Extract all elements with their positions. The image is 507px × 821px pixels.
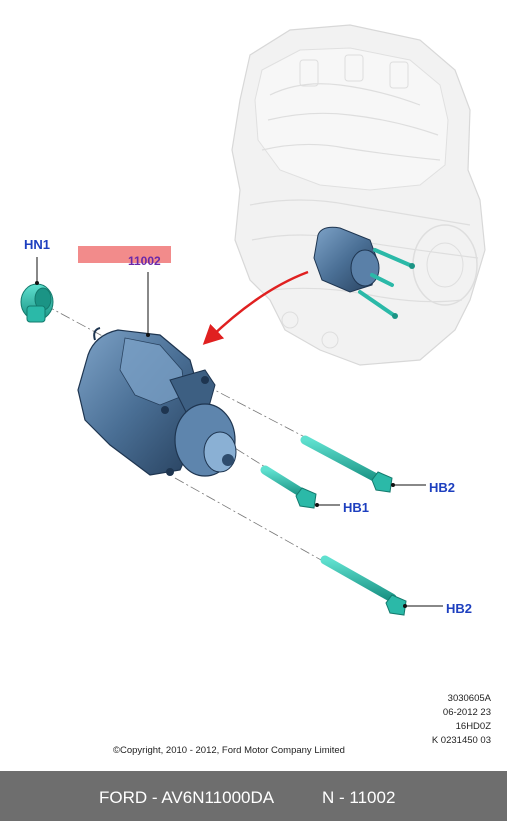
reference-codes: 3030605A 06-2012 23 16HD0Z K 0231450 03 [432,692,491,748]
footer-part-reference: FORD - AV6N11000DA [99,788,275,807]
copyright-notice: ©Copyright, 2010 - 2012, Ford Motor Comp… [113,745,345,756]
callout-dots [35,281,407,608]
bolt-hb2-upper [300,435,393,493]
callout-part-number: 11002 [128,254,161,268]
callout-hb2-upper: HB2 [429,480,456,495]
assembly-center-lines [44,304,331,566]
grommet-hn1 [20,283,54,323]
footer-bar [0,771,507,821]
callout-leaders [36,257,443,607]
reference-code: 06-2012 23 [442,707,491,718]
callout-hb1: HB1 [343,500,370,515]
location-arrow [202,270,309,345]
reference-code: 16HD0Z [455,721,491,732]
starter-motor-exploded-diagram [20,24,486,616]
bolt-hb1 [260,465,317,509]
part-highlight [78,246,171,263]
engine-block-illustration [231,24,486,366]
callout-hb2-lower: HB2 [446,601,473,616]
installed-starter-thumbnail [313,226,415,319]
reference-code: K 0231450 03 [431,735,491,746]
callout-hn1: HN1 [24,237,51,252]
footer-category: N - 11002 [322,788,396,807]
bolt-hb2-lower [320,555,407,616]
starter-motor-11002 [77,327,237,477]
reference-code: 3030605A [447,693,491,704]
